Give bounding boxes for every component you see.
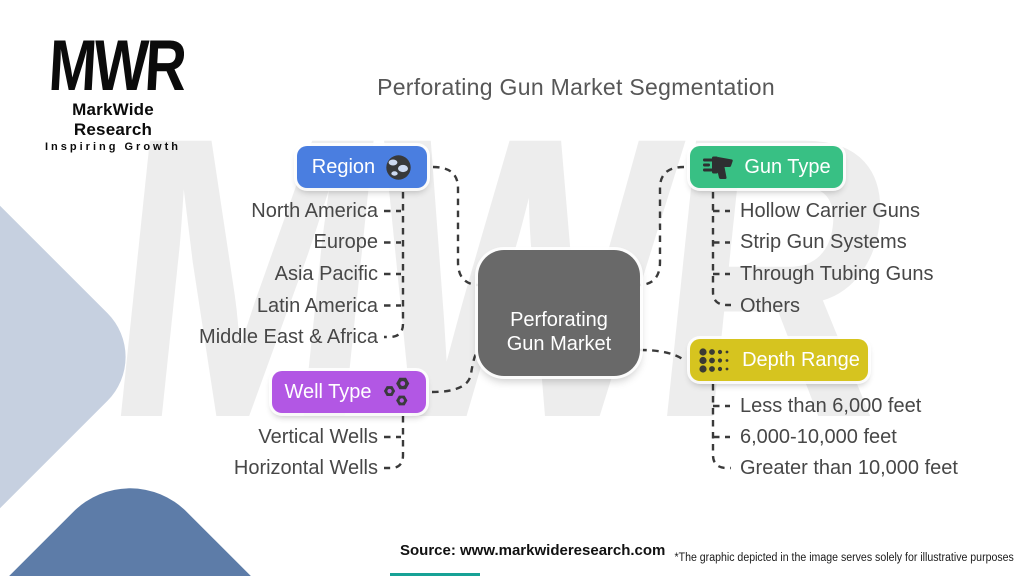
segment-item: Middle East & Africa	[199, 326, 378, 348]
depth-dots-icon	[698, 347, 732, 374]
segment-pill-region: Region	[297, 146, 427, 188]
gears-icon	[382, 376, 414, 408]
segment-item: North America	[251, 200, 378, 222]
globe-icon	[385, 154, 412, 181]
segment-item: Greater than 10,000 feet	[740, 457, 958, 479]
segment-item: Vertical Wells	[258, 426, 378, 448]
logo-mark: MWR	[46, 26, 186, 106]
segment-item: Through Tubing Guns	[740, 263, 934, 285]
segment-pill-depth-range: Depth Range	[690, 339, 868, 381]
logo: MWR MarkWide Research Inspiring Growth	[33, 26, 193, 153]
segment-label-gun-type: Gun Type	[744, 155, 831, 178]
segment-item: Hollow Carrier Guns	[740, 200, 921, 222]
segment-label-region: Region	[311, 155, 376, 178]
segment-pill-gun-type: Gun Type	[690, 146, 843, 188]
segment-label-well-type: Well Type	[284, 380, 372, 403]
segment-item: Others	[740, 295, 801, 317]
segment-item: Europe	[313, 231, 379, 253]
segment-item: Asia Pacific	[274, 263, 378, 285]
segment-item: Horizontal Wells	[233, 457, 378, 479]
center-node-line2: Gun Market	[506, 333, 612, 355]
segment-item: 6,000-10,000 feet	[740, 426, 897, 448]
segment-pill-well-type: Well Type	[272, 371, 426, 413]
bottom-accent-bar	[390, 573, 480, 576]
source-text: Source: www.markwideresearch.com	[400, 542, 666, 559]
perforating-gun-icon	[702, 153, 734, 181]
segment-item: Latin America	[256, 295, 378, 317]
disclaimer-text: *The graphic depicted in the image serve…	[674, 552, 1014, 564]
center-node-line1: Perforating	[510, 309, 608, 331]
segment-item: Strip Gun Systems	[740, 231, 907, 253]
segment-label-depth-range: Depth Range	[742, 348, 860, 371]
page-title: Perforating Gun Market Segmentation	[377, 74, 775, 100]
logo-tagline: Inspiring Growth	[45, 141, 181, 153]
segment-item: Less than 6,000 feet	[740, 395, 922, 417]
logo-name: MarkWide Research	[72, 100, 154, 139]
center-node: Perforating Gun Market	[478, 250, 640, 376]
